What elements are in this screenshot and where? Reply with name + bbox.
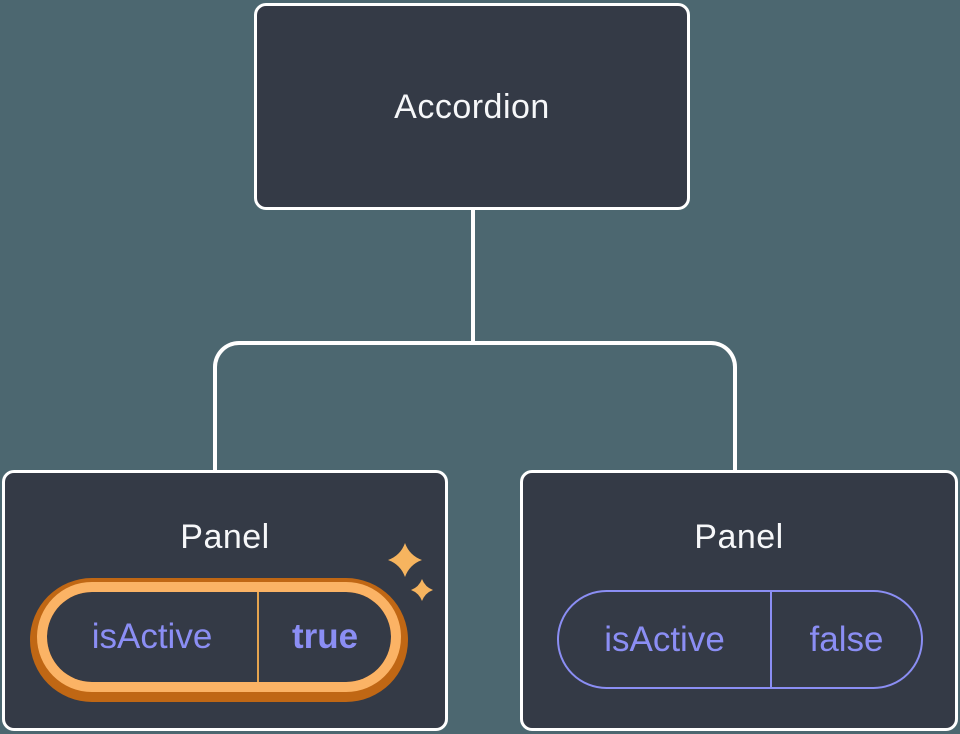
accordion-node: Accordion	[254, 3, 690, 210]
panel-node-inactive: Panel isActive false	[520, 470, 958, 731]
panel-inactive-label: Panel	[694, 518, 784, 556]
sparkle-small-star	[411, 579, 433, 601]
panel-active-label: Panel	[180, 518, 270, 556]
panel-node-active: Panel isActive true	[2, 470, 448, 731]
state-key-inactive: isActive	[559, 592, 772, 687]
state-pill-active: isActive true	[47, 592, 391, 682]
state-key-active: isActive	[47, 592, 259, 682]
connector-branch-lines	[213, 341, 737, 470]
sparkles-icon	[388, 543, 433, 601]
state-pill-inactive: isActive false	[557, 590, 923, 689]
connector-stem-line	[471, 210, 475, 343]
sparkle-large-star	[388, 543, 422, 577]
state-value-active: true	[291, 617, 359, 656]
accordion-node-label: Accordion	[394, 87, 550, 126]
state-value-inactive: false	[809, 619, 884, 659]
